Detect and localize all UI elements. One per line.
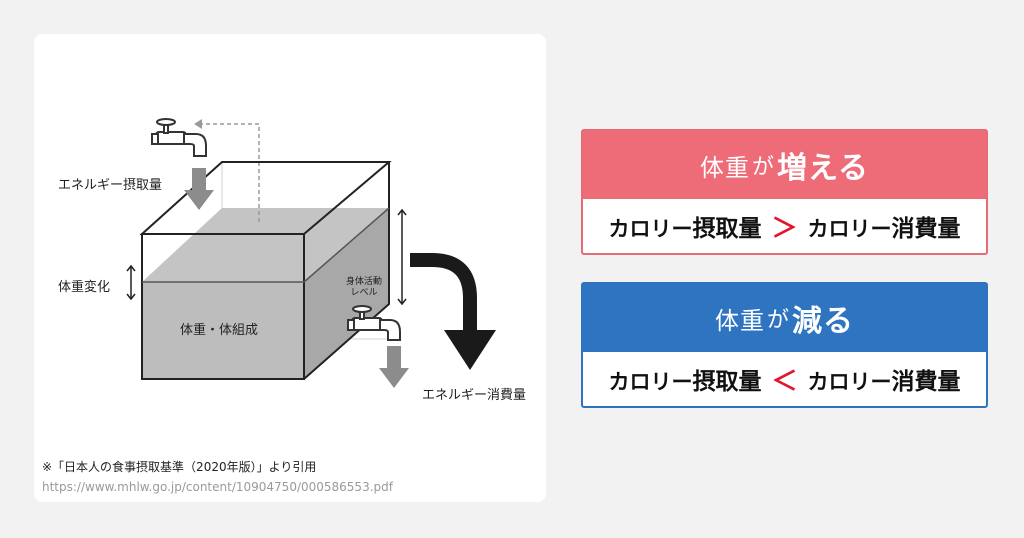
weight-decrease-card: 体重 が 減る カロリー摂取量 ＜ カロリー消費量 (581, 282, 988, 408)
heading-prefix: 体重 (699, 153, 750, 182)
water-tank-diagram (126, 118, 496, 388)
citation-text: ※「日本人の食事摂取基準（2020年版）」より引用 (42, 460, 317, 474)
dashed-arrow-head (194, 119, 202, 129)
water-side (304, 208, 389, 379)
weight-increase-heading: 体重 が 増える (583, 131, 986, 199)
intake-term: カロリー摂取量 (608, 216, 762, 242)
weight-change-arrow-icon (126, 264, 136, 301)
heading-particle: が (751, 155, 775, 180)
activity-label-line1: 身体活動 (345, 277, 382, 287)
tank-label: 体重・体組成 (180, 323, 259, 338)
water-surface (142, 208, 389, 282)
activity-level-label: 身体活動 レベル (342, 277, 386, 299)
dashed-return-arrow (200, 123, 260, 222)
tank-outline (139, 161, 392, 380)
activity-label-line2: レベル (350, 288, 378, 298)
expenditure-label: エネルギー消費量 (422, 388, 527, 403)
heading-prefix: 体重 (714, 306, 765, 335)
weight-change-label: 体重変化 (58, 280, 111, 295)
greater-than-symbol: ＞ (771, 213, 798, 244)
outflow-faucet-icon (347, 305, 401, 341)
intake-label: エネルギー摂取量 (58, 178, 163, 193)
citation-url: https://www.mhlw.go.jp/content/10904750/… (42, 480, 393, 494)
weight-decrease-heading: 体重 が 減る (583, 284, 986, 352)
diagram-panel: エネルギー摂取量 体重変化 体重・体組成 身体活動 レベル エネルギー消費量 ※… (34, 34, 546, 502)
expenditure-curve-arrow-icon (410, 253, 496, 370)
expenditure-term: カロリー消費量 (807, 369, 961, 395)
heading-emphasis: 減る (792, 304, 854, 339)
activity-level-arrow-icon (397, 208, 407, 306)
less-than-symbol: ＜ (771, 366, 798, 397)
weight-decrease-formula: カロリー摂取量 ＜ カロリー消費量 (583, 352, 986, 406)
intake-arrow-icon (184, 168, 214, 210)
heading-particle: が (766, 308, 790, 333)
weight-increase-formula: カロリー摂取量 ＞ カロリー消費量 (583, 199, 986, 253)
weight-increase-card: 体重 が 増える カロリー摂取量 ＞ カロリー消費量 (581, 129, 988, 255)
heading-emphasis: 増える (776, 151, 870, 186)
outflow-arrow-icon (379, 346, 409, 388)
intake-term: カロリー摂取量 (608, 369, 762, 395)
expenditure-term: カロリー消費量 (807, 216, 961, 242)
intake-faucet-icon (151, 118, 207, 157)
water-front (142, 282, 304, 379)
